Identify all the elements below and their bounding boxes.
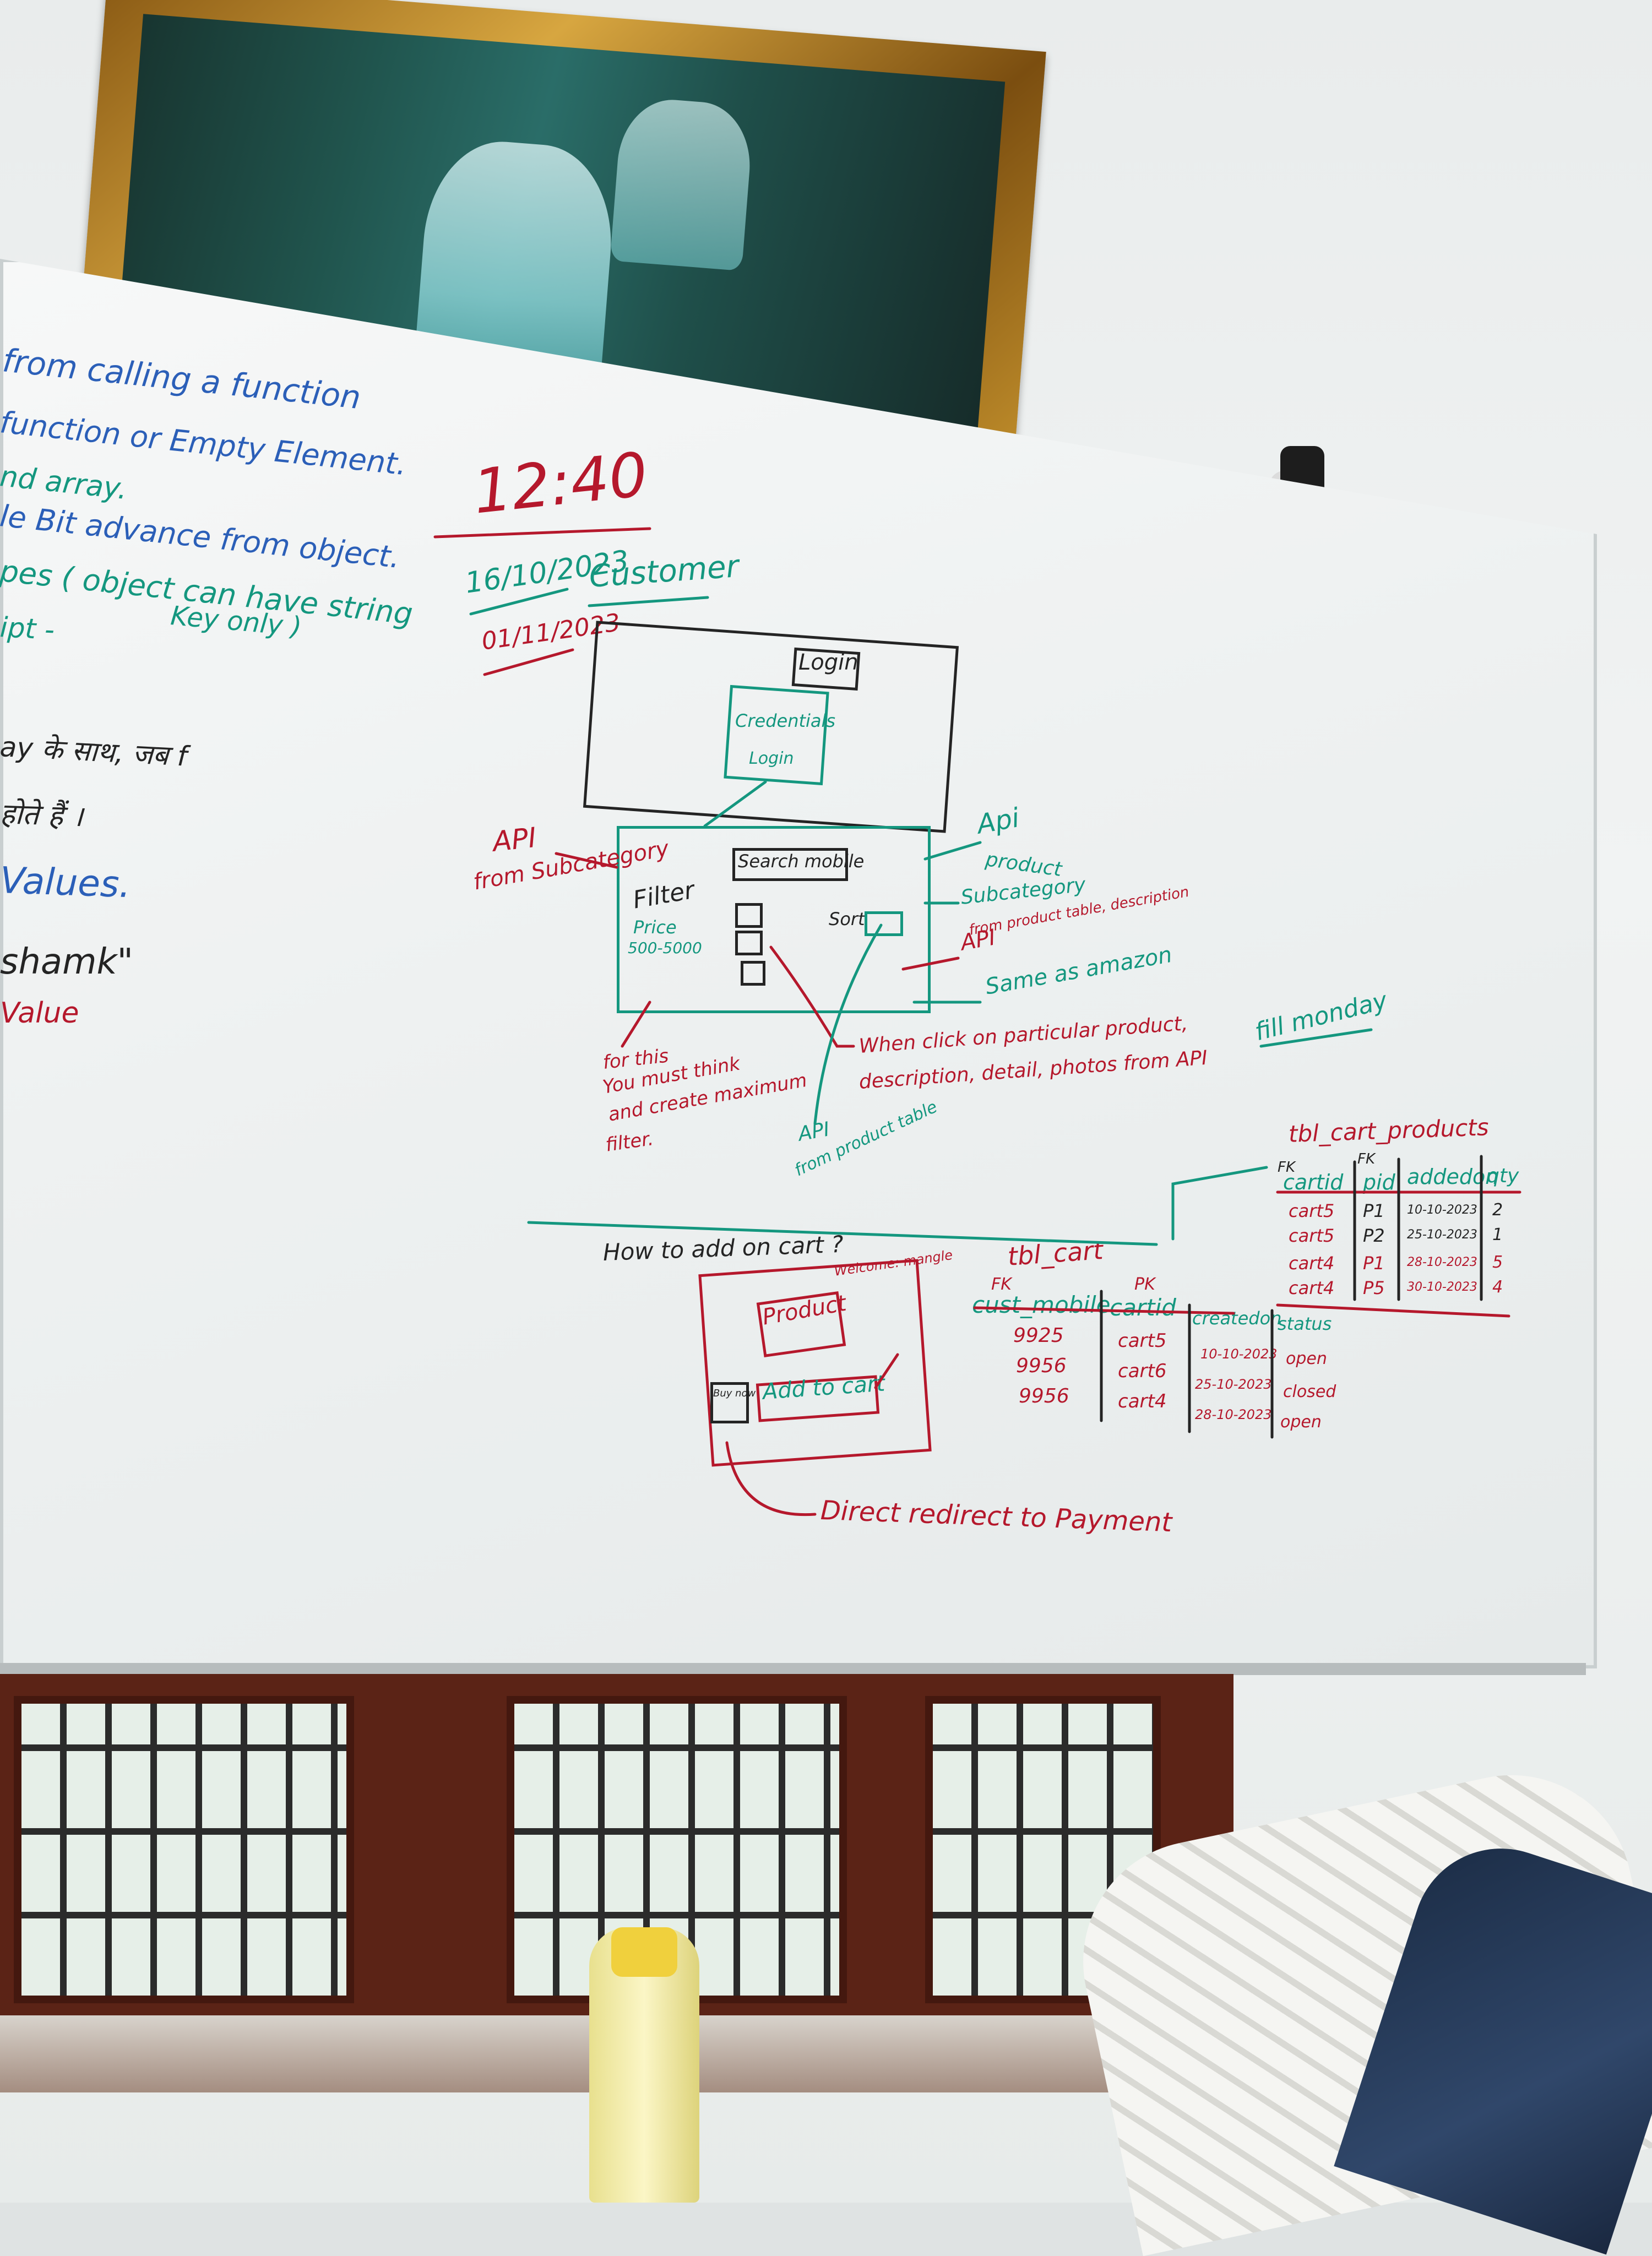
tbl-cart-products-cell: cart4 (1289, 1278, 1335, 1298)
tbl-cart-header: createdon (1192, 1308, 1282, 1329)
tbl-cart-products-cell: 28-10-2023 (1407, 1255, 1477, 1269)
tbl-cart-cell: closed (1283, 1382, 1336, 1401)
table-link-arrow (1171, 1166, 1268, 1241)
arrow (874, 1353, 899, 1389)
tbl-cart-products-cell: cart5 (1289, 1225, 1335, 1246)
tbl-cart-pk: PK (1134, 1275, 1155, 1294)
tbl-cart-products-cell: P2 (1363, 1225, 1385, 1246)
arrow (901, 956, 960, 971)
tbl-cart-products-cell: 2 (1492, 1200, 1503, 1220)
table-bottom-rule (1276, 1303, 1510, 1318)
tbl-cart-products-cell: cart5 (1289, 1200, 1335, 1221)
tbl-cart-cell: 25-10-2023 (1195, 1377, 1272, 1392)
tbl-cart-products-header: pid (1363, 1170, 1395, 1194)
tbl-cart-products-cell: 10-10-2023 (1407, 1203, 1477, 1217)
time-underline (433, 527, 651, 539)
whiteboard (0, 259, 1597, 1668)
divider-line (527, 1221, 1158, 1246)
tbl-cart-products-cell: 4 (1492, 1278, 1503, 1297)
buy-now-sketch (710, 1382, 749, 1423)
tbl-cart-header: cartid (1110, 1294, 1176, 1321)
tbl-cart-cell: open (1280, 1412, 1322, 1432)
tbl-cart-products-header: addedon (1407, 1165, 1499, 1189)
login-button-label: Login (749, 749, 794, 768)
date-underline (469, 588, 569, 616)
tbl-cart-products-fk: FK (1357, 1151, 1376, 1167)
arrow (923, 841, 982, 861)
tbl-cart-cell: cart6 (1118, 1360, 1167, 1382)
tbl-cart-cell: 9925 (1013, 1324, 1064, 1347)
note-line: Value (0, 997, 79, 1030)
listing-page-sketch (617, 826, 931, 1013)
tbl-cart-cell: 10-10-2023 (1200, 1346, 1278, 1362)
tbl-cart-products-cell: 1 (1492, 1225, 1503, 1244)
bottle-cap (611, 1927, 677, 1977)
search-label: Search mobile (738, 851, 865, 872)
whiteboard-tray (0, 1663, 1586, 1675)
date-underline (483, 648, 574, 676)
table-header-rule (973, 1306, 1235, 1315)
tbl-cart-products-cell: 30-10-2023 (1407, 1280, 1477, 1294)
note-line: shamk" (0, 942, 133, 982)
arrow (769, 945, 855, 1048)
tbl-cart-products-cell: P1 (1363, 1253, 1385, 1274)
credentials-label: Credentials (735, 710, 836, 731)
sort-label: Sort (829, 909, 865, 929)
tbl-cart-fk: FK (991, 1275, 1012, 1294)
arrow (725, 1441, 817, 1516)
tbl-cart-cell: 9956 (1019, 1385, 1069, 1407)
tbl-cart-products-cell: 5 (1492, 1253, 1503, 1272)
tbl-cart-header: cust_mobile (972, 1291, 1111, 1318)
arrow (621, 1001, 651, 1048)
product-thumb (741, 961, 765, 986)
window-grille (21, 1704, 346, 1996)
tbl-cart-cell: cart4 (1118, 1390, 1167, 1412)
search-box-sketch (732, 848, 848, 881)
arrow (703, 780, 767, 828)
tbl-cart-products-cell: cart4 (1289, 1253, 1335, 1274)
sort-dropdown-sketch (865, 911, 903, 936)
title-underline (588, 596, 709, 607)
tbl-cart-products-cell: 25-10-2023 (1407, 1228, 1477, 1242)
tbl-cart-products-cell: P5 (1363, 1278, 1385, 1298)
tbl-cart-cell: 28-10-2023 (1195, 1407, 1272, 1422)
buy-now-label: Buy now (713, 1388, 756, 1399)
tbl-cart-products-cell: P1 (1363, 1200, 1385, 1221)
price-label: Price (633, 917, 677, 938)
arrow (555, 852, 618, 869)
tbl-cart-cell: 9956 (1016, 1355, 1067, 1377)
marker-strokes (433, 527, 1521, 1516)
login-label: Login (798, 650, 858, 675)
tbl-cart-products-header: cartid (1283, 1170, 1344, 1194)
tbl-cart-cell: open (1286, 1349, 1327, 1368)
tbl-cart-products-header: qty (1487, 1165, 1519, 1187)
price-range: 500-5000 (628, 939, 702, 957)
tbl-cart-cell: cart5 (1118, 1330, 1167, 1352)
product-thumb (735, 903, 763, 928)
arrow (813, 923, 883, 1125)
window-pane (14, 1696, 354, 2003)
product-thumb (735, 931, 763, 955)
tbl-cart-products-fk: FK (1278, 1159, 1296, 1176)
underline (1259, 1028, 1373, 1048)
tbl-cart-header: status (1278, 1313, 1332, 1334)
